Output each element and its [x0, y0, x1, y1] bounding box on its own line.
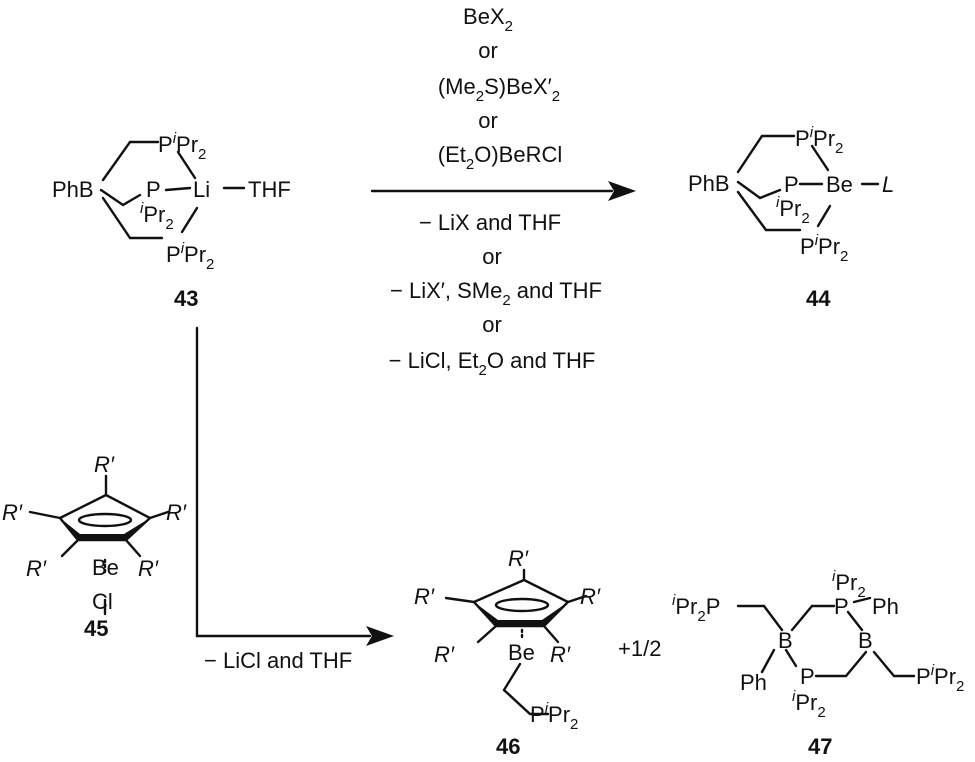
compound-label-43: 43 — [174, 286, 198, 311]
cp-front-bond-46 — [474, 602, 568, 626]
byproduct-bottom: − LiCl and THF — [204, 648, 352, 673]
atom-b-right-47: B — [858, 628, 873, 653]
phosphine-label-46: PiPr2 — [530, 700, 578, 733]
reaction-conditions-top: BeX2 or (Me2S)BeX′2 or (Et2O)BeRCl − LiX… — [370, 4, 636, 379]
atom-cl-45: Cl — [92, 589, 113, 614]
byproduct-or-2: or — [482, 312, 502, 337]
atom-be-44: Be — [826, 172, 853, 197]
compound-44: PhB PiPr2 P iPr2 Be L PiPr2 44 — [688, 124, 894, 311]
reagent-line-2: (Me2S)BeX′2 — [438, 74, 560, 105]
arrowhead-bottom — [366, 626, 394, 646]
reaction-arrow-bottom: − LiCl and THF — [195, 326, 394, 673]
phosphine-label-right-47: PiPr2 — [916, 662, 964, 695]
compound-label-47: 47 — [808, 734, 832, 759]
phosphine-label-left-47: iPr2P — [672, 592, 720, 625]
r-bottom-right-46: R′ — [550, 642, 571, 667]
byproduct-line-1: − LiX and THF — [419, 210, 561, 235]
atom-ph-top-47: Ph — [872, 594, 899, 619]
r-left-45: R′ — [2, 500, 23, 525]
cp-aromatic-45 — [77, 512, 133, 528]
arrow-line-bottom — [195, 326, 372, 638]
atom-p-mid-44: P — [784, 172, 799, 197]
cp-aromatic-46 — [494, 597, 550, 613]
phosphine-label-bottom-43: PiPr2 — [166, 240, 214, 273]
reagent-line-1: BeX2 — [463, 4, 513, 35]
compound-label-45: 45 — [84, 616, 108, 641]
r-left-46: R′ — [414, 584, 435, 609]
reagent-or-2: or — [478, 108, 498, 133]
cp-ring-46 — [471, 578, 571, 628]
r-top-46: R′ — [508, 546, 529, 571]
phosphine-label-top-44: PiPr2 — [795, 124, 843, 157]
byproduct-or-1: or — [482, 244, 502, 269]
atom-b-left-47: B — [778, 628, 793, 653]
atom-phb-44: PhB — [688, 171, 730, 196]
atom-be-45: Be — [92, 555, 119, 580]
atom-li-43: Li — [193, 177, 210, 202]
byproduct-line-3: − LiCl, Et2O and THF — [389, 348, 596, 379]
ipr2-label-bottom-47: iPr2 — [792, 688, 826, 721]
r-right-46: R′ — [580, 584, 601, 609]
atom-ph-bottom-47: Ph — [740, 670, 767, 695]
compound-47: iPr2P B P iPr2 Ph B Ph P iPr2 PiPr2 47 — [672, 568, 964, 759]
r-right-45: R′ — [166, 500, 187, 525]
reagent-line-3: (Et2O)BeRCl — [438, 142, 562, 173]
r-bottom-left-46: R′ — [434, 642, 455, 667]
plus-half-coefficient: +1/2 — [618, 636, 661, 661]
atom-p-mid-43: P — [146, 177, 161, 202]
phosphine-label-top-43: PiPr2 — [158, 130, 206, 163]
r-bottom-left-45: R′ — [26, 556, 47, 581]
atom-phb-43: PhB — [52, 177, 94, 202]
compound-43: PhB PiPr2 P iPr2 Li THF PiPr2 43 — [52, 130, 291, 311]
phosphine-label-bottom-44: PiPr2 — [800, 232, 848, 265]
compound-46: R′ R′ R′ R′ R′ Be PiPr2 46 — [414, 546, 601, 759]
compound-label-44: 44 — [806, 286, 831, 311]
ipr2-label-top-47: iPr2 — [832, 568, 866, 601]
r-bottom-right-45: R′ — [138, 556, 159, 581]
ipr2-label-mid-44: iPr2 — [776, 194, 810, 227]
atom-thf-43: THF — [248, 177, 291, 202]
arrowhead-top — [608, 181, 636, 201]
atom-p-bottom-47: P — [800, 664, 815, 689]
atom-be-46: Be — [508, 640, 535, 665]
compound-label-46: 46 — [496, 734, 520, 759]
cp-front-bond-45 — [60, 518, 150, 540]
ipr2-label-mid-43: iPr2 — [140, 200, 174, 233]
byproduct-line-2: − LiX′, SMe2 and THF — [390, 278, 602, 309]
atom-l-44: L — [882, 172, 894, 197]
atom-p-top-47: P — [834, 594, 849, 619]
compound-45: R′ R′ R′ R′ R′ Be Cl 45 — [2, 452, 187, 641]
r-top-45: R′ — [94, 452, 115, 477]
reagent-or-1: or — [478, 38, 498, 63]
